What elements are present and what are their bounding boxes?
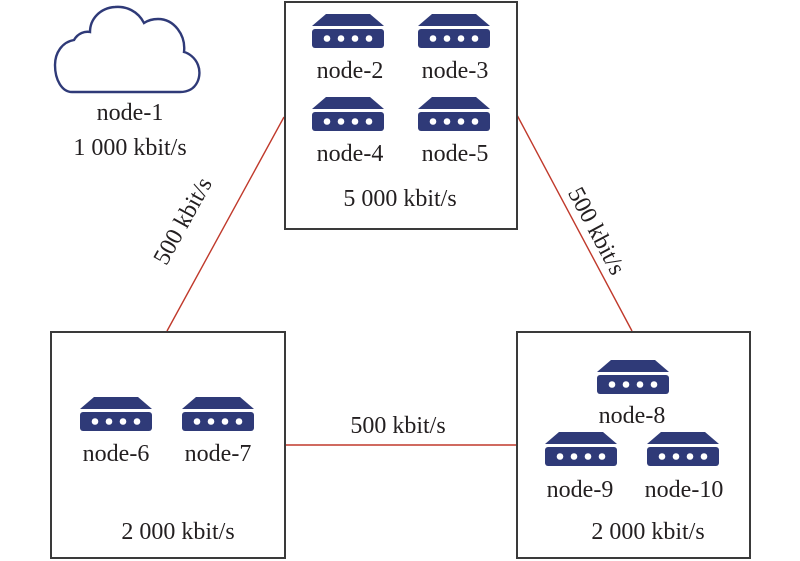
node-label: node-8 — [598, 403, 666, 429]
cloud-node-bandwidth: 1 000 kbit/s — [73, 135, 187, 161]
node-label: node-4 — [316, 141, 384, 167]
cloud-node-name: node-1 — [96, 100, 164, 126]
node-label: node-5 — [421, 141, 489, 167]
node-label: node-2 — [316, 58, 384, 84]
network-switch-icon — [418, 97, 490, 131]
link-top-bottom-right — [516, 114, 633, 332]
group-bandwidth: 5 000 kbit/s — [343, 186, 457, 212]
network-switch-icon — [182, 397, 254, 431]
network-switch-icon — [312, 14, 384, 48]
network-switch-icon — [418, 14, 490, 48]
node-label: node-10 — [644, 477, 724, 503]
network-switch-icon — [312, 97, 384, 131]
link-label-bottom: 500 kbit/s — [350, 413, 446, 439]
node-label: node-3 — [421, 58, 489, 84]
group-bottom-left — [50, 331, 286, 559]
node-label: node-7 — [184, 441, 252, 467]
cloud-icon — [53, 5, 201, 94]
group-bandwidth: 2 000 kbit/s — [591, 519, 705, 545]
network-switch-icon — [647, 432, 719, 466]
network-switch-icon — [545, 432, 617, 466]
link-top-bottom-left — [166, 116, 285, 332]
group-bandwidth: 2 000 kbit/s — [121, 519, 235, 545]
network-switch-icon — [597, 360, 669, 394]
node-label: node-6 — [82, 441, 150, 467]
network-switch-icon — [80, 397, 152, 431]
node-label: node-9 — [546, 477, 614, 503]
